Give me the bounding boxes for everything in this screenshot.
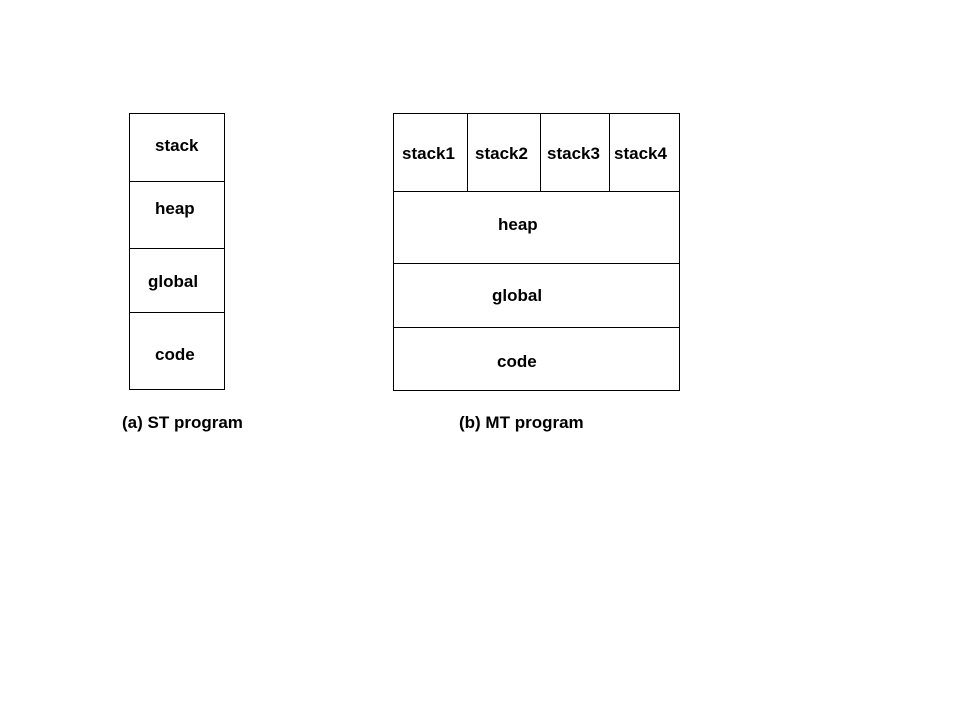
mt-code-label: code [497,352,537,371]
mt-stack2-label: stack2 [475,144,528,163]
st-caption: (a) ST program [122,413,243,432]
st-divider-heap-global [129,248,225,249]
mt-divider-stack3-stack4 [609,113,610,192]
mt-divider-stacks-heap [393,191,680,192]
st-code-label: code [155,345,195,364]
mt-global-label: global [492,286,543,305]
st-divider-global-code [129,312,225,313]
st-divider-stack-heap [129,181,225,182]
mt-stack1-label: stack1 [402,144,455,163]
mt-stack4-label: stack4 [614,144,667,163]
st-memory-box [129,113,225,390]
mt-divider-global-code [393,327,680,328]
mt-caption: (b) MT program [459,413,584,432]
mt-stack3-label: stack3 [547,144,600,163]
st-stack-label: stack [155,136,199,155]
st-heap-label: heap [155,199,195,218]
mt-divider-stack2-stack3 [540,113,541,192]
mt-heap-label: heap [498,215,538,234]
mt-divider-stack1-stack2 [467,113,468,192]
mt-memory-box [393,113,680,391]
mt-divider-heap-global [393,263,680,264]
st-global-label: global [148,272,199,291]
